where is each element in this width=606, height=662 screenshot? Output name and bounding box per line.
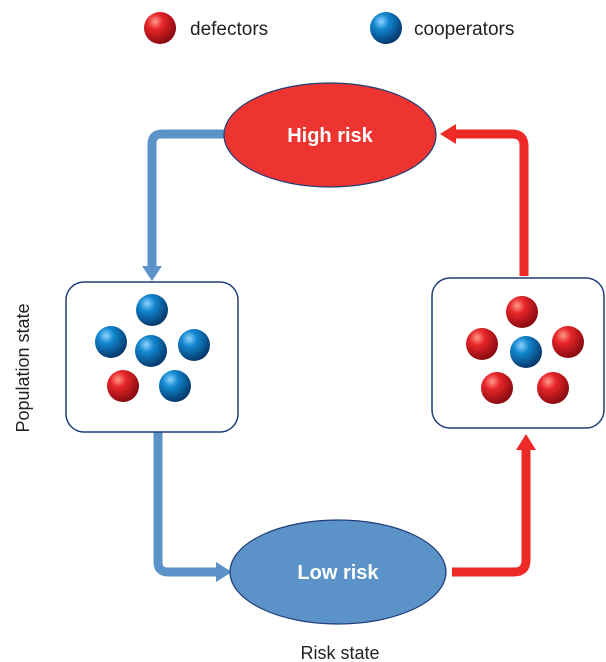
cooperator-ball-icon [370, 12, 402, 44]
cooperator-ball [95, 326, 127, 358]
defector-ball [552, 326, 584, 358]
arrow-left-to-low [153, 432, 232, 582]
legend-item-cooperators: cooperators [370, 12, 514, 44]
defector-ball [537, 372, 569, 404]
legend-defectors-label: defectors [190, 19, 268, 40]
cooperator-ball [178, 329, 210, 361]
cooperator-ball [510, 336, 542, 368]
cooperator-ball [159, 370, 191, 402]
legend-cooperators-label: cooperators [414, 19, 514, 40]
high-risk-state: High risk [223, 82, 437, 188]
population-state-label: Population state [13, 303, 33, 432]
defector-ball [481, 372, 513, 404]
high-risk-label: High risk [287, 125, 373, 147]
cooperator-ball [135, 335, 167, 367]
risk-state-label: Risk state [300, 643, 379, 662]
defector-ball [466, 328, 498, 360]
defector-ball [506, 296, 538, 328]
right-population-box [431, 277, 605, 429]
legend-item-defectors: defectors [144, 12, 268, 44]
left-population-box [65, 281, 239, 433]
arrow-high-to-left [142, 129, 226, 281]
low-risk-state: Low risk [229, 519, 447, 625]
defector-ball-icon [144, 12, 176, 44]
cooperator-ball [136, 294, 168, 326]
arrow-right-to-high [440, 124, 529, 276]
low-risk-label: Low risk [297, 562, 379, 584]
arrow-low-to-right [452, 434, 536, 577]
defector-ball [107, 370, 139, 402]
legend: defectors cooperators [144, 12, 514, 44]
